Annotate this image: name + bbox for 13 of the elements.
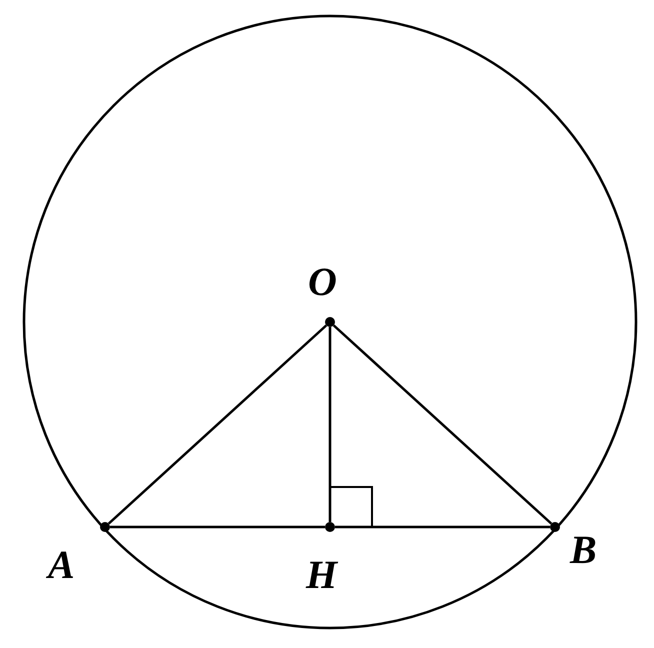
point-label: A <box>48 545 75 585</box>
line-segment <box>332 324 552 525</box>
point-dot <box>325 522 335 532</box>
point-label: B <box>570 530 597 570</box>
line-segment <box>110 526 325 528</box>
point-dot <box>550 522 560 532</box>
line-segment <box>328 327 332 522</box>
point-label: O <box>308 262 337 302</box>
line-segment <box>108 324 328 525</box>
point-dot <box>100 522 110 532</box>
point-dot <box>325 317 335 327</box>
line-segment <box>335 526 550 528</box>
point-label: H <box>306 555 338 595</box>
